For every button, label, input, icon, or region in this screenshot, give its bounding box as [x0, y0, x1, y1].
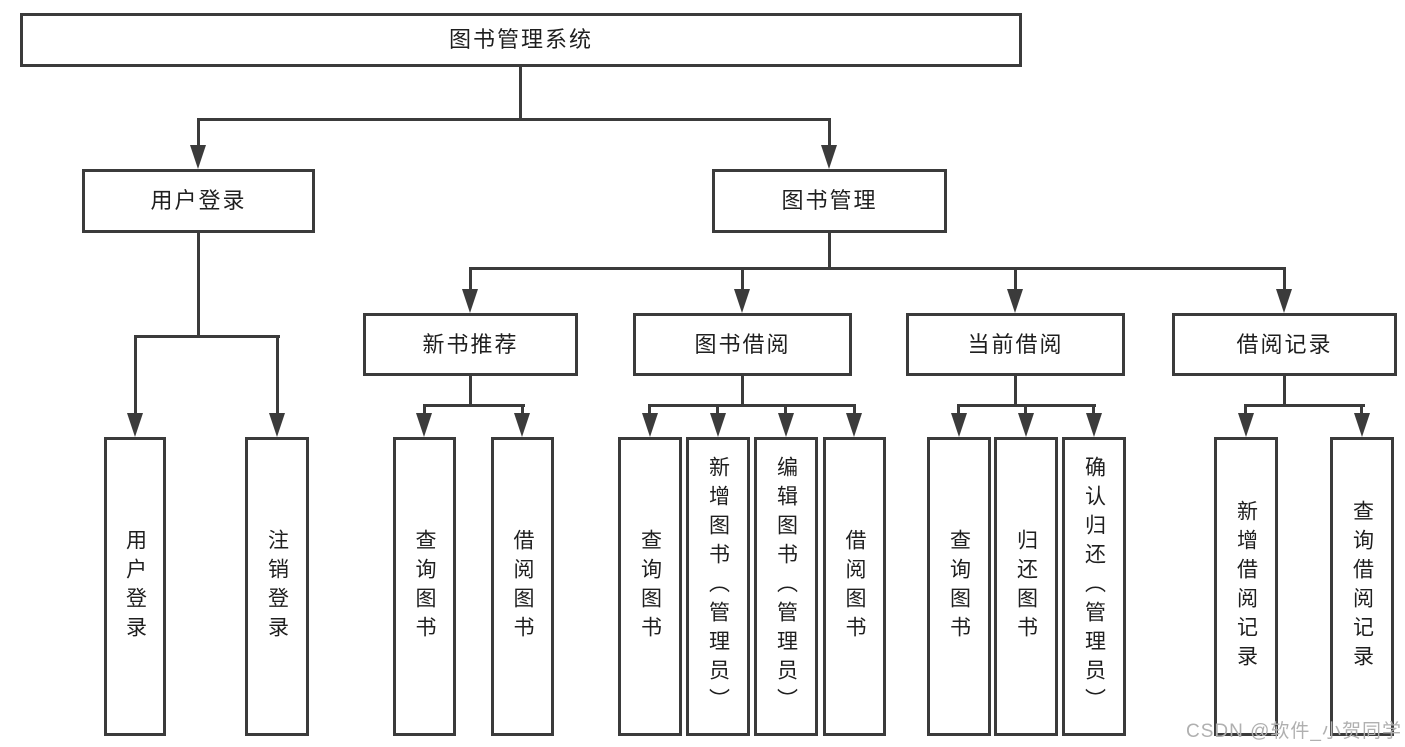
connector-borrow-bar — [648, 404, 856, 407]
connector-recommend-bar — [423, 404, 525, 407]
arrow-down-icon — [734, 289, 750, 313]
connector-stem — [853, 404, 856, 415]
arrow-down-icon — [1086, 413, 1102, 437]
node-new-book-recommend: 新书推荐 — [363, 313, 578, 376]
watermark: CSDN @软件_小贺同学 — [1186, 721, 1402, 742]
arrow-down-icon — [710, 413, 726, 437]
leaf-logout: 注销登录 — [245, 437, 309, 736]
arrow-down-icon — [416, 413, 432, 437]
arrow-down-icon — [462, 289, 478, 313]
connector-stem — [197, 118, 200, 147]
connector-user-login-drop — [197, 233, 200, 338]
connector-stem — [648, 404, 651, 415]
arrow-down-icon — [1354, 413, 1370, 437]
leaf-query-borrow-record: 查询借阅记录 — [1330, 437, 1394, 736]
connector-current-drop — [1014, 376, 1017, 407]
leaf-confirm-return-admin: 确认归还（管理员） — [1062, 437, 1126, 736]
node-user-login: 用户登录 — [82, 169, 315, 233]
arrow-down-icon — [190, 145, 206, 169]
arrow-down-icon — [127, 413, 143, 437]
arrow-down-icon — [846, 413, 862, 437]
connector-stem — [1092, 404, 1095, 415]
connector-stem — [784, 404, 787, 415]
arrow-down-icon — [778, 413, 794, 437]
connector-records-bar — [1244, 404, 1365, 407]
connector-stem — [1360, 404, 1363, 415]
connector-stem — [469, 267, 472, 291]
arrow-down-icon — [1238, 413, 1254, 437]
connector-records-drop — [1283, 376, 1286, 407]
connector-level2-bar — [197, 118, 831, 121]
connector-stem — [957, 404, 960, 415]
node-current-borrow: 当前借阅 — [906, 313, 1125, 376]
connector-stem — [1014, 267, 1017, 291]
connector-root-drop — [519, 67, 522, 119]
connector-stem — [1283, 267, 1286, 291]
connector-stem — [828, 118, 831, 147]
connector-stem — [1024, 404, 1027, 415]
leaf-return-book: 归还图书 — [994, 437, 1058, 736]
connector-book-mgmt-drop — [828, 233, 831, 270]
node-book-borrow: 图书借阅 — [633, 313, 852, 376]
leaf-edit-book-admin: 编辑图书（管理员） — [754, 437, 818, 736]
arrow-down-icon — [1276, 289, 1292, 313]
leaf-borrow-books-recommend: 借阅图书 — [491, 437, 554, 736]
connector-stem — [276, 335, 279, 415]
connector-user-login-bar — [134, 335, 280, 338]
connector-stem — [1244, 404, 1247, 415]
arrow-down-icon — [269, 413, 285, 437]
connector-stem — [521, 404, 524, 415]
connector-level3-bar — [469, 267, 1286, 270]
leaf-query-books-current: 查询图书 — [927, 437, 991, 736]
leaf-borrow-books: 借阅图书 — [823, 437, 886, 736]
connector-stem — [741, 267, 744, 291]
leaf-query-books-borrow: 查询图书 — [618, 437, 682, 736]
arrow-down-icon — [821, 145, 837, 169]
leaf-add-borrow-record: 新增借阅记录 — [1214, 437, 1278, 736]
arrow-down-icon — [951, 413, 967, 437]
connector-stem — [716, 404, 719, 415]
connector-stem — [134, 335, 137, 415]
leaf-query-books-recommend: 查询图书 — [393, 437, 456, 736]
node-borrow-records: 借阅记录 — [1172, 313, 1397, 376]
connector-borrow-drop — [741, 376, 744, 407]
leaf-add-book-admin: 新增图书（管理员） — [686, 437, 750, 736]
arrow-down-icon — [1018, 413, 1034, 437]
arrow-down-icon — [1007, 289, 1023, 313]
connector-stem — [423, 404, 426, 415]
arrow-down-icon — [514, 413, 530, 437]
node-book-management: 图书管理 — [712, 169, 947, 233]
leaf-user-login: 用户登录 — [104, 437, 166, 736]
connector-recommend-drop — [469, 376, 472, 407]
arrow-down-icon — [642, 413, 658, 437]
node-root: 图书管理系统 — [20, 13, 1022, 67]
